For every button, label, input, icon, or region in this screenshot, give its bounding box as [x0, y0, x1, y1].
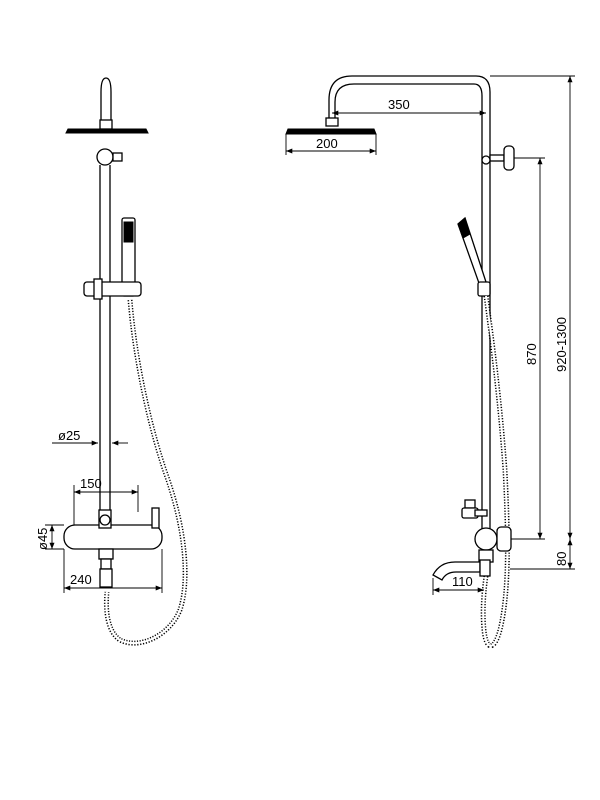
- dim-label-head-diameter: 200: [316, 136, 338, 151]
- dim-label-spout-length: 110: [452, 574, 473, 589]
- dim-label-mixer-diameter: ø45: [35, 528, 50, 550]
- front-slide-holder: [83, 278, 142, 300]
- front-upper-connector: [96, 148, 123, 166]
- dim-head-diameter: 200: [285, 134, 377, 155]
- dim-overall-width: 240: [63, 549, 163, 593]
- front-shower-head: [65, 119, 149, 134]
- side-arm-inner: [334, 83, 483, 540]
- dim-mixer-width: 150: [73, 476, 139, 525]
- dim-label-height-range: 920-1300: [554, 317, 569, 372]
- dim-pipe-diameter: ø25: [52, 428, 128, 446]
- dim-label-pipe-diameter: ø25: [58, 428, 80, 443]
- dim-arm-length: 350: [332, 97, 486, 116]
- dim-label-arm-length: 350: [388, 97, 410, 112]
- side-upper-knob: [481, 145, 515, 171]
- side-arm-outer: [328, 75, 491, 540]
- front-top-arm: [100, 77, 112, 130]
- dim-label-height-80: 80: [554, 552, 569, 566]
- dim-spout-length: 110: [432, 574, 484, 595]
- front-mixer-body: [63, 507, 163, 588]
- dim-mixer-diameter: ø45: [35, 524, 64, 550]
- dim-label-mixer-width: 150: [80, 476, 102, 491]
- side-mixer-body: [432, 499, 512, 581]
- dim-label-overall-width: 240: [70, 572, 92, 587]
- dim-height-870: 870: [511, 157, 545, 540]
- front-hose: [103, 299, 188, 646]
- dim-height-80: 80: [510, 539, 575, 570]
- dim-height-range: 920-1300: [490, 75, 575, 539]
- side-hose: [480, 295, 510, 649]
- side-view: 350 200 870 920-1300 80: [285, 75, 575, 649]
- dim-label-height-870: 870: [524, 343, 539, 365]
- side-hand-shower: [457, 216, 491, 297]
- front-view: ø25 150 ø45 240: [35, 77, 188, 646]
- side-shower-head: [285, 117, 377, 135]
